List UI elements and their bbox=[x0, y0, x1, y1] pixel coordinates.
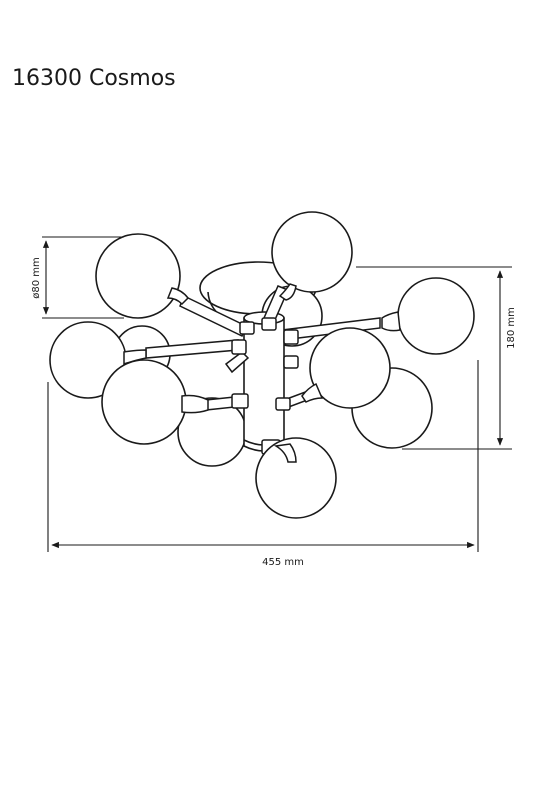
globe-upper-left bbox=[95, 233, 181, 319]
globe-bottom bbox=[255, 437, 337, 519]
width-label: 455 mm bbox=[262, 557, 304, 568]
globe-diameter-dimension: ø80 mm bbox=[31, 236, 124, 319]
front-globes bbox=[49, 211, 475, 519]
width-dimension: 455 mm bbox=[47, 360, 479, 568]
product-title: 16300 Cosmos bbox=[12, 66, 176, 91]
globe-top bbox=[271, 211, 353, 293]
globe-diameter-label: ø80 mm bbox=[31, 257, 42, 299]
height-dimension: 180 mm bbox=[356, 266, 517, 450]
height-label: 180 mm bbox=[506, 307, 517, 349]
globe-center-right bbox=[309, 327, 391, 409]
globe-center-left bbox=[101, 359, 187, 445]
globe-upper-right bbox=[397, 277, 475, 355]
